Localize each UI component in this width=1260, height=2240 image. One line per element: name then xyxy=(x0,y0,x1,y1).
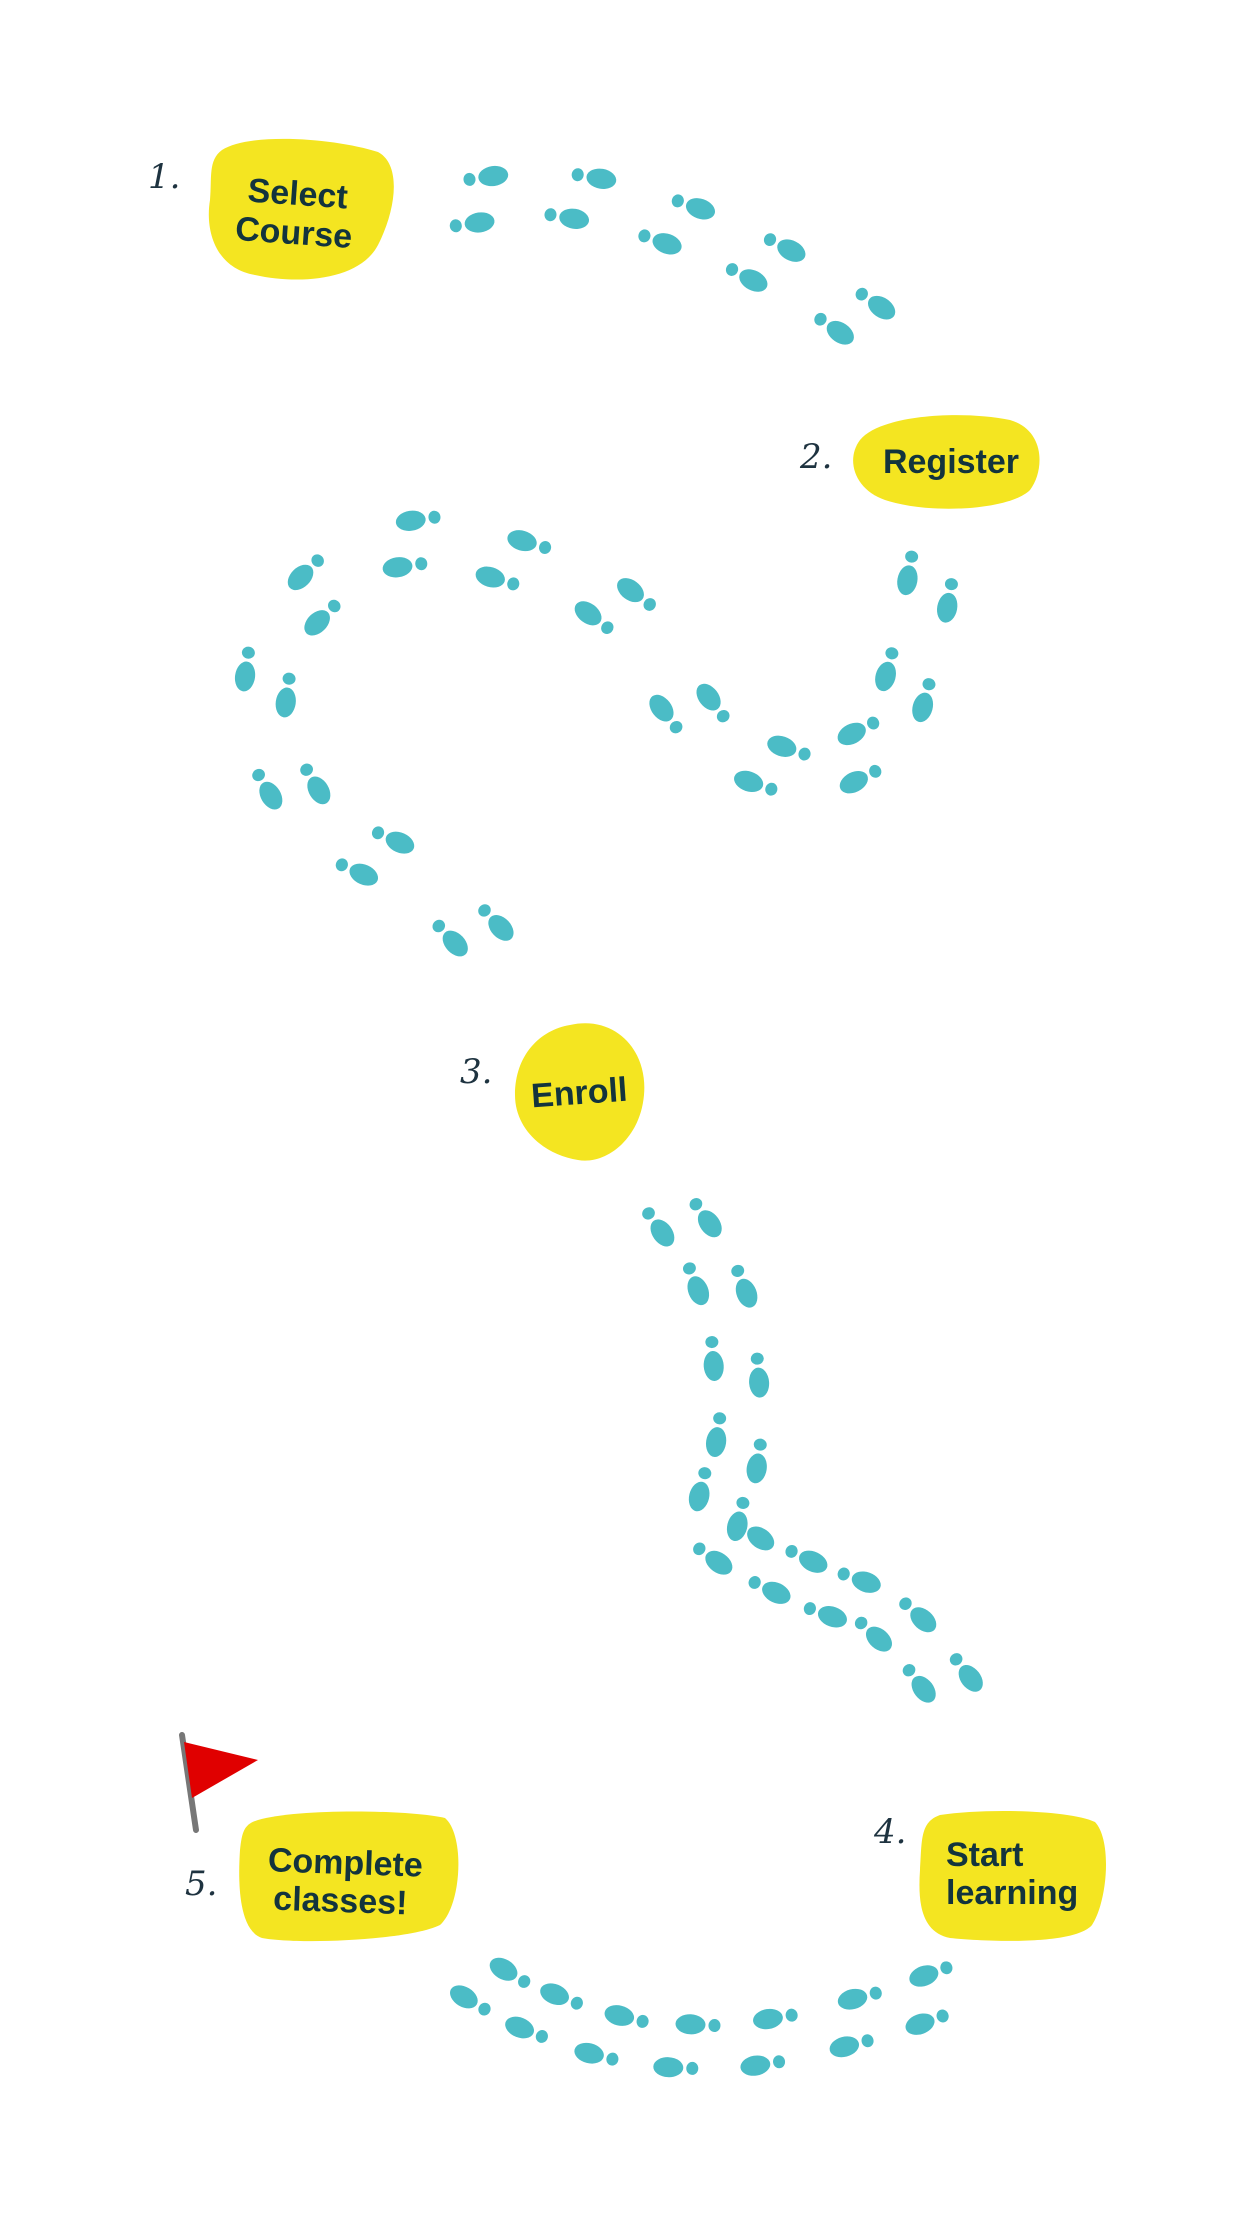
step-1: 1. Select Course xyxy=(148,138,394,280)
footprint-icon xyxy=(449,212,495,233)
goal-flag-icon xyxy=(179,1732,258,1833)
footprint-icon xyxy=(544,208,590,229)
footprint-icon xyxy=(287,554,324,591)
step-4: 4. Start learning xyxy=(873,1810,1107,1941)
step-5-badge xyxy=(239,1811,459,1942)
footprint-icon xyxy=(763,233,806,262)
footprint-icon xyxy=(837,1567,881,1593)
step-1-badge xyxy=(208,138,394,280)
footprint-icon xyxy=(855,287,896,320)
footprint-icon xyxy=(837,716,880,746)
footprint-icon xyxy=(571,168,617,189)
footprint-icon xyxy=(638,229,682,255)
footprint-icon xyxy=(703,1336,724,1381)
footprint-icon xyxy=(902,1664,936,1703)
footprint-icon xyxy=(371,826,415,854)
footprint-icon xyxy=(489,1957,531,1988)
step-3: 3. Enroll xyxy=(460,1023,645,1161)
footprint-icon xyxy=(746,1438,767,1484)
footprint-icon xyxy=(574,2042,619,2066)
footprint-icon xyxy=(696,683,730,723)
step-2-badge xyxy=(853,415,1040,509)
footprint-icon xyxy=(693,1542,733,1575)
footprint-icon xyxy=(705,1412,727,1457)
step-2-label-line-1: Register xyxy=(883,443,1019,481)
footprint-icon xyxy=(837,1986,882,2010)
footprint-icon xyxy=(734,770,778,796)
footprint-icon xyxy=(749,1352,770,1398)
footprint-icon xyxy=(803,1602,847,1628)
step-4-label-line-2: learning xyxy=(946,1874,1078,1912)
footprint-icon xyxy=(382,557,428,578)
step-3-number: 3. xyxy=(460,1052,492,1092)
footprint-icon xyxy=(275,672,296,718)
footprint-icon xyxy=(675,2014,721,2035)
step-5-number: 5. xyxy=(185,1864,217,1904)
footprint-icon xyxy=(688,1467,712,1512)
footprint-icon xyxy=(252,768,283,810)
footprint-icon xyxy=(875,647,899,692)
footprint-icon xyxy=(604,2005,649,2028)
step-5: 5. Complete classes! xyxy=(185,1811,459,1942)
step-2-number: 2. xyxy=(799,437,832,477)
footprint-icon xyxy=(642,1207,675,1247)
footprint-icon xyxy=(936,578,958,623)
footprint-trail xyxy=(234,165,983,2078)
footprint-icon xyxy=(507,530,552,554)
footprint-icon xyxy=(740,2055,786,2076)
footprint-icon xyxy=(785,1544,828,1573)
footprint-icon xyxy=(395,510,441,531)
footprint-icon xyxy=(617,578,656,611)
footprint-icon xyxy=(683,1262,710,1306)
footprint-icon xyxy=(748,1576,791,1604)
footprint-icon xyxy=(540,1983,583,2010)
footprint-icon xyxy=(475,566,520,591)
footprint-icon xyxy=(839,764,882,794)
footprint-icon xyxy=(829,2034,874,2058)
footprint-icon xyxy=(649,694,683,734)
footprint-icon xyxy=(905,2009,949,2035)
footprint-icon xyxy=(335,858,379,886)
footprint-icon xyxy=(574,601,614,635)
footprint-icon xyxy=(463,165,509,187)
footprint-icon xyxy=(478,904,514,941)
footprint-icon xyxy=(897,550,919,596)
footprint-icon xyxy=(725,263,768,292)
footprint-icon xyxy=(300,763,331,805)
footprint-icon xyxy=(671,194,716,220)
footprint-icon xyxy=(949,1653,983,1692)
step-5-label-line-1: Complete xyxy=(267,1841,423,1884)
footprint-icon xyxy=(912,678,936,723)
step-1-label-line-2: Course xyxy=(234,210,354,256)
footprint-icon xyxy=(653,2057,699,2078)
footprint-icon xyxy=(753,2008,798,2030)
footprint-icon xyxy=(767,735,811,761)
footprint-icon xyxy=(234,646,256,692)
footprint-icon xyxy=(909,1961,953,1987)
footprint-icon xyxy=(505,2016,548,2043)
step-2: 2. Register xyxy=(799,415,1040,509)
step-4-badge xyxy=(919,1810,1107,1941)
step-1-label-line-1: Select xyxy=(246,172,349,217)
footprint-icon xyxy=(734,1518,775,1551)
footprint-icon xyxy=(899,1597,937,1633)
footprint-icon xyxy=(449,1985,491,2016)
step-4-label-line-1: Start xyxy=(946,1836,1023,1874)
footprint-icon xyxy=(432,919,468,957)
footprint-icon xyxy=(689,1198,722,1238)
footprint-icon xyxy=(304,599,341,636)
step-1-number: 1. xyxy=(148,157,180,197)
step-5-label-line-2: classes! xyxy=(273,1880,408,1923)
step-3-label-line-1: Enroll xyxy=(530,1071,629,1116)
footprint-icon xyxy=(814,312,854,345)
step-4-number: 4. xyxy=(873,1812,906,1852)
step-3-badge xyxy=(515,1023,645,1161)
footprint-icon xyxy=(731,1264,758,1308)
footprint-icon xyxy=(854,1616,892,1652)
